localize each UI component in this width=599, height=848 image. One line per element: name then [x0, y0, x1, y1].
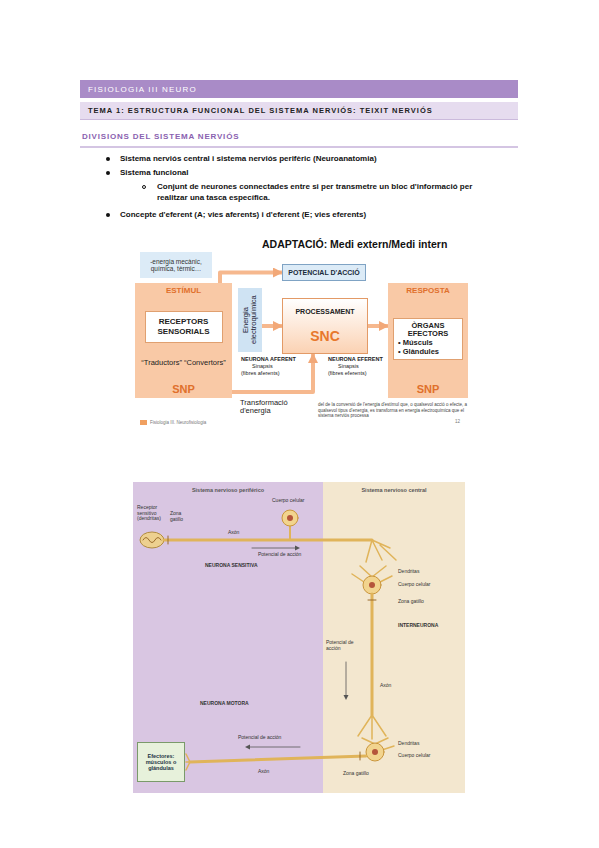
figure-label: Potencial de acción — [326, 640, 362, 651]
neuron-label: (fibres aferents) — [241, 370, 307, 377]
node-text: RESPOSTA — [406, 286, 449, 295]
slide-note: del de la conversió de l'energia d'estím… — [318, 402, 468, 419]
node-text: SNP — [417, 383, 440, 395]
cns-region: Sistema nervioso central — [323, 482, 465, 793]
heading-rule — [80, 147, 518, 148]
figure-label: Zona gatillo — [398, 598, 448, 604]
action-potential-box: POTENCIAL D'ACCIÓ — [282, 264, 366, 281]
neuron-label: Sinapsis — [338, 363, 382, 370]
bullet-text: Sistema funcional — [120, 168, 510, 178]
node-text: -energia mecànic, química, tèrmic… — [142, 258, 210, 273]
node-text: Sistema nervioso periférico — [133, 487, 323, 493]
node-text: PROCESSAMENT — [295, 308, 354, 315]
figure-label: Dendritas — [398, 740, 448, 746]
node-text: ÒRGANS EFECTORS — [398, 322, 458, 339]
energy-column: Energia electroquímica — [238, 288, 262, 352]
figure-label: Receptor sensitivo (dendritas) — [137, 505, 167, 522]
energy-box: -energia mecànic, química, tèrmic… — [140, 252, 212, 278]
cns-region-bg — [323, 482, 465, 793]
figure-label: Potencial de acción — [258, 551, 313, 557]
bullet-dot — [106, 213, 110, 217]
figure-label: Cuerpo celular — [398, 581, 448, 587]
figure-label: Axón — [258, 768, 288, 774]
node-text: POTENCIAL D'ACCIÓ — [288, 269, 360, 276]
figure-label: Potencial de acción — [238, 734, 298, 740]
pns-region-bg — [133, 482, 323, 793]
node-text: ESTÍMUL — [166, 286, 201, 295]
slide-footer: Fisiologia III. Neurofisiologia — [150, 420, 290, 425]
neuron-label: (fibres eferents) — [328, 370, 384, 377]
flow-arrow — [262, 324, 282, 328]
effector-organs-box: ÒRGANS EFECTORS• Músculs• Glàndules — [393, 318, 463, 361]
pns-region: Sistema nervioso periféricoEfectores: mú… — [133, 482, 323, 793]
neuron-drawing — [140, 510, 396, 770]
node-text: Energia electroquímica — [242, 288, 259, 352]
header-bar: FISIOLOGIA III NEURO — [80, 80, 518, 98]
neuron-label: NEURONA AFERENT — [241, 356, 307, 363]
flow-arrow — [220, 273, 282, 284]
section-heading: DIVISIONS DEL SISTEMA NERVIÓS — [82, 132, 402, 142]
flow-arrow — [368, 324, 388, 328]
node-text: • Músculs — [398, 338, 433, 347]
figure-label: Zona gatillo — [343, 770, 385, 776]
neuron-label: NEURONA EFERENT — [328, 356, 384, 363]
bullet-text: Concepte d'eferent (A; vies aferents) i … — [120, 210, 515, 220]
bullet-ring — [142, 185, 146, 189]
figure-label: Zona gatillo — [170, 511, 194, 522]
node-text: “Traductors” “Convertors” — [141, 358, 225, 367]
node-text: FISIOLOGIA III NEURO — [88, 85, 197, 94]
node-text: Sistema nervioso central — [323, 487, 465, 493]
figure-label: Cuerpo celular — [398, 752, 448, 758]
bullet-dot — [106, 171, 110, 175]
node-text: Efectores: músculos o glándulas — [140, 753, 182, 772]
stimulus-box: ESTÍMUL “Traductors” “Convertors” SNP RECEP… — [135, 283, 232, 398]
page-number: 12 — [455, 419, 469, 424]
figure-label: NEURONA SENSITIVA — [205, 562, 265, 568]
response-box: RESPOSTA SNP ÒRGANS EFECTORS• Músculs• Glà… — [388, 283, 468, 398]
effector-box: Efectores: músculos o glándulas — [137, 742, 185, 782]
node-text: TEMA 1: ESTRUCTURA FUNCIONAL DEL SISTEMA… — [88, 106, 433, 115]
node-text: RECEPTORS SENSORIALS — [148, 317, 220, 335]
flow-arrow — [232, 354, 313, 392]
receptor-box: RECEPTORS SENSORIALS — [145, 311, 223, 343]
node-text: SNC — [310, 328, 340, 344]
figure-label: Cuerpo celular — [272, 497, 317, 503]
bullet-text: Sistema nerviós central i sistema nervió… — [120, 154, 510, 164]
neuron-label: Sinapsis — [252, 363, 302, 370]
node-text: SNP — [172, 383, 195, 395]
footer-icon — [140, 420, 147, 425]
energy-label: Transformació d'energia — [240, 399, 310, 416]
bullet-text: Conjunt de neurones connectades entre si… — [157, 182, 492, 204]
topic-band: TEMA 1: ESTRUCTURA FUNCIONAL DEL SISTEMA… — [80, 102, 518, 120]
figure-label: Dendritas — [398, 568, 448, 574]
figure-label: NEURONA MOTORA — [200, 700, 264, 706]
processing-box: PROCESSAMENT SNC — [282, 298, 368, 354]
slide-title: ADAPTACIÓ: Medi extern/Medi intern — [262, 238, 477, 251]
bullet-dot — [106, 157, 110, 161]
node-text: • Glàndules — [398, 347, 439, 356]
figure-label: INTERNEURONA — [398, 622, 456, 628]
figure-label: Axón — [228, 529, 252, 535]
figure-label: Axón — [380, 682, 410, 688]
